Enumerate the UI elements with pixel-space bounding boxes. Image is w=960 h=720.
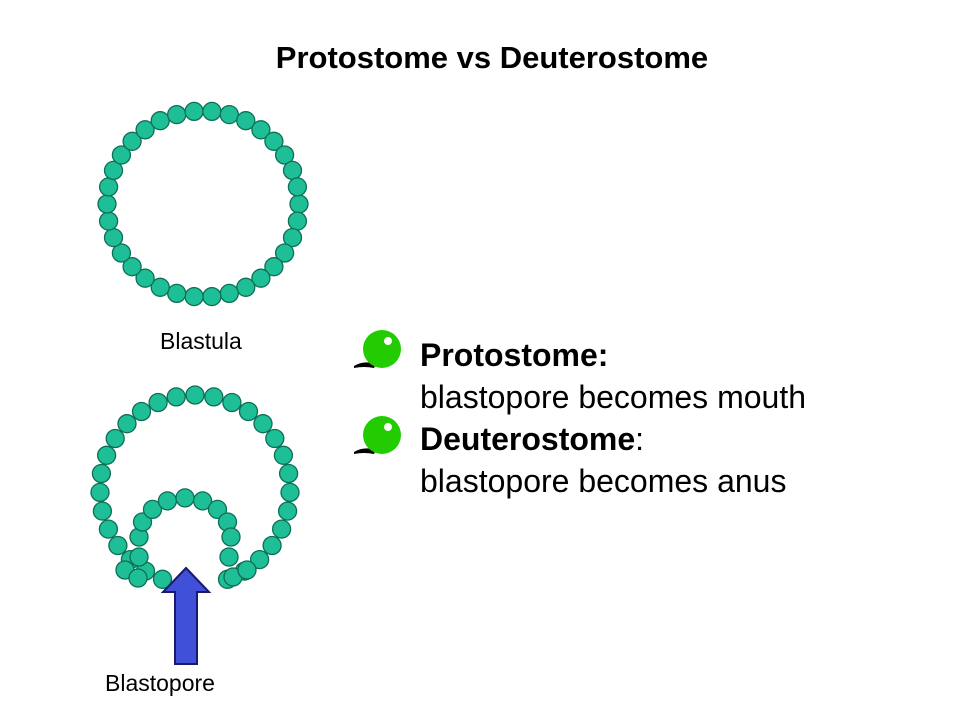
cell-icon [132,512,153,532]
cell-icon [128,568,148,588]
cell-icon [219,547,239,567]
cell-icon [108,535,128,556]
cell-icon [271,519,292,539]
cell-icon [219,104,239,125]
cell-icon [175,488,195,508]
cell-icon [262,535,282,556]
cell-icon [167,104,187,125]
cell-icon [221,527,241,547]
cell-icon [117,414,137,434]
cell-icon [103,160,124,181]
cell-icon [236,111,256,131]
cell-icon [184,101,204,122]
cell-icon [131,401,152,422]
cell-icon [264,131,284,151]
cell-icon [282,227,303,248]
cell-icon [97,194,117,214]
deuterostome-heading-line: Deuterostome: [420,418,786,460]
cell-icon [204,387,224,407]
cell-icon [142,499,163,520]
cell-icon [98,177,119,197]
cell-icon [219,283,239,304]
protostome-heading: Protostome: [420,337,609,373]
cell-icon [274,145,295,165]
cell-icon [98,519,119,539]
page-title: Protostome vs Deuterostome [275,40,709,75]
cell-icon [166,387,186,407]
cell-icon [222,392,242,413]
cell-icon [122,131,142,151]
cell-icon [98,211,119,231]
cell-icon [249,549,270,570]
cell-icon [251,120,271,140]
cell-icon [282,160,303,181]
cell-icon [287,211,308,231]
cell-icon [152,569,173,589]
cell-icon [135,268,155,288]
cell-icon [237,560,257,580]
cell-icon [148,392,168,413]
blastopore-arrow [160,566,212,665]
cell-icon [184,286,204,307]
cell-icon [278,463,299,484]
blastula-label: Blastula [160,328,242,354]
protostome-item: Protostome: blastopore becomes mouth [420,334,806,418]
cell-icon [129,547,149,567]
cell-icon [289,194,309,214]
cell-icon [273,445,294,465]
cell-icon [150,277,170,297]
cell-icon [202,286,222,307]
cell-icon [96,445,117,465]
blastula-cells [97,101,309,307]
cell-icon [287,177,308,197]
cell-icon [202,101,222,122]
deuterostome-heading-colon: : [635,421,645,457]
cell-icon [280,482,300,503]
cell-icon [122,257,142,277]
cell-icon [264,257,284,277]
cell-icon [135,120,155,140]
cell-icon [192,491,213,511]
cell-icon [274,243,295,263]
blastopore-label: Blastopore [105,670,215,696]
cell-icon [253,414,273,434]
cell-icon [167,283,187,304]
cell-icon [185,385,205,405]
cell-icon [111,145,132,165]
cell-icon [150,111,170,131]
cell-icon [236,277,256,297]
cell-icon [103,227,124,248]
green-ball-bullet-icon [354,416,401,454]
protostome-text: blastopore becomes mouth [420,379,806,415]
cell-icon [157,491,178,511]
deuterostome-heading: Deuterostome [420,421,636,457]
cell-icon [207,499,228,520]
deuterostome-item: Deuterostome: blastopore becomes anus [420,418,786,502]
cell-icon [238,401,259,422]
cell-icon [111,243,132,263]
deuterostome-text: blastopore becomes anus [420,463,787,499]
cell-icon [251,268,271,288]
cell-icon [265,428,285,449]
gastrula-cells [90,385,300,589]
cell-icon [277,501,298,521]
cell-icon [105,428,125,449]
cell-icon [91,463,112,484]
green-ball-bullet-icon [354,330,401,368]
cell-icon [92,501,113,521]
cell-icon [90,482,110,503]
